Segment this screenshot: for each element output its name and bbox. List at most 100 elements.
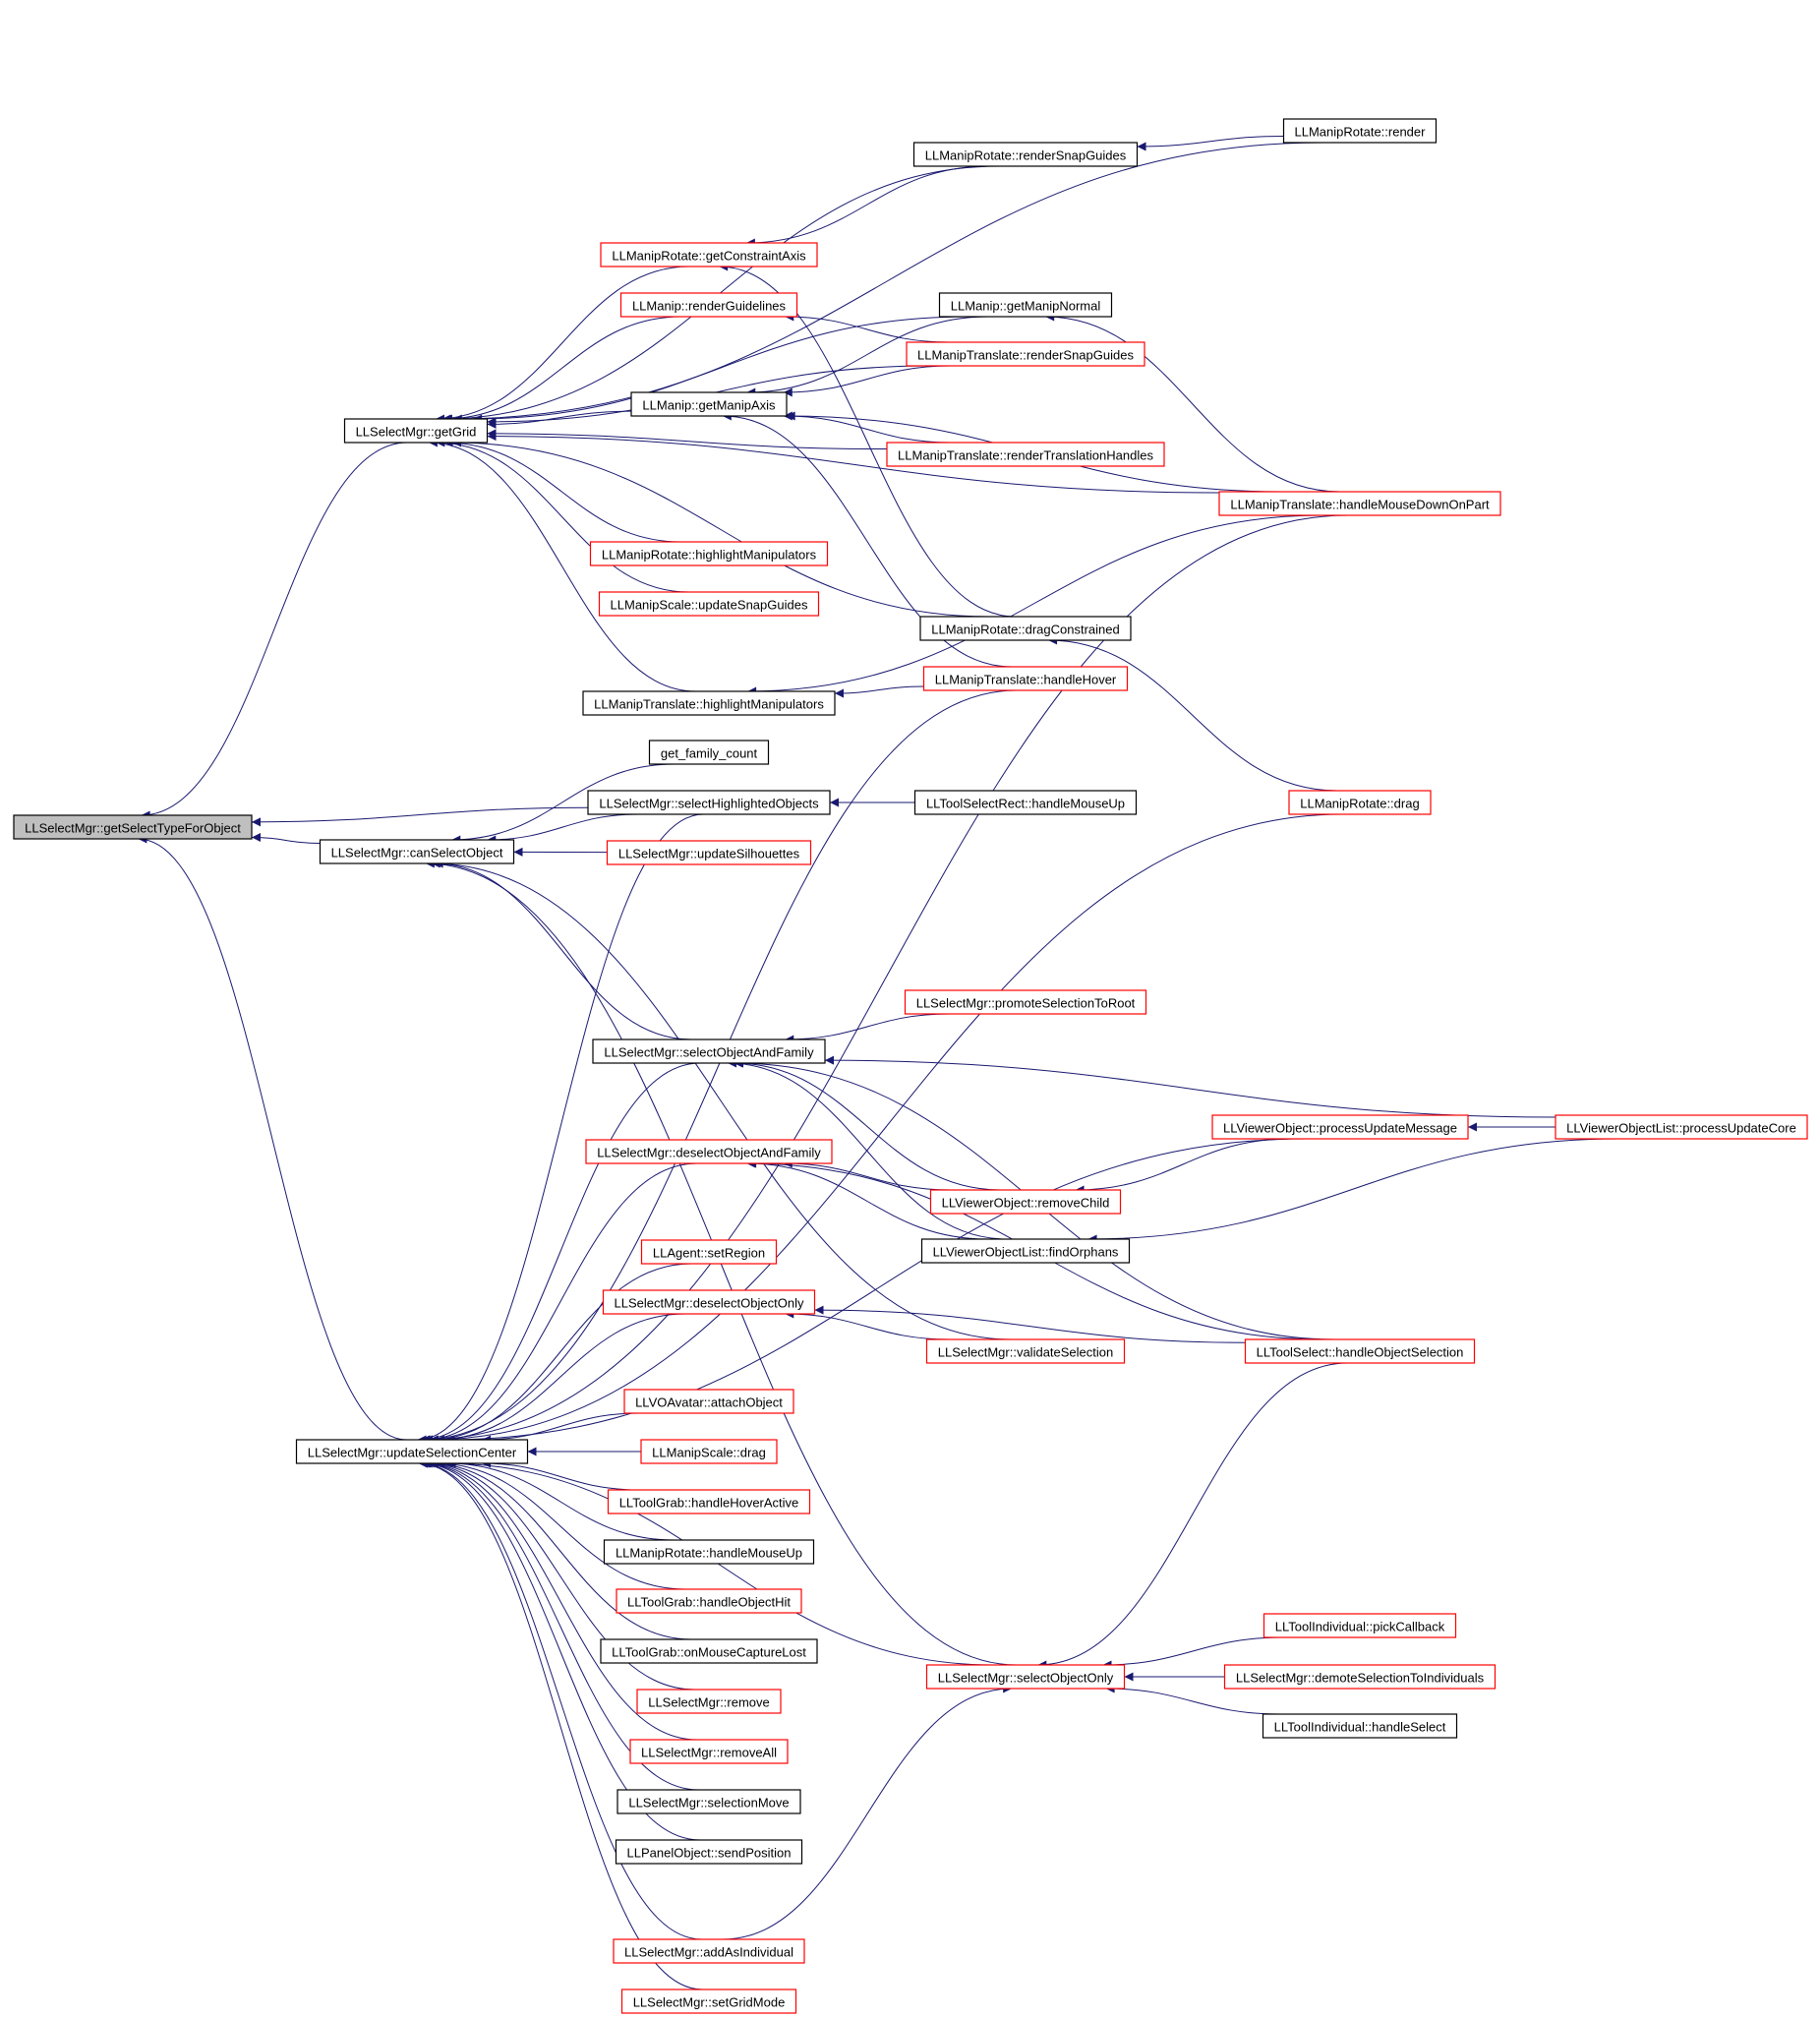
call-edge-attachObject-to-updateSelectionCenter [482, 1412, 639, 1445]
graph-node-handleMouseDownOnPart[interactable]: LLManipTranslate::handleMouseDownOnPart [1218, 491, 1501, 516]
graph-node-box [925, 1338, 1126, 1364]
call-edge-handleHover-to-highlightManipTrans [834, 685, 924, 698]
graph-node-label: LLSelectMgr::validateSelection [938, 1345, 1114, 1360]
graph-node-remove[interactable]: LLSelectMgr::remove [636, 1689, 782, 1714]
graph-node-renderGuidelines[interactable]: LLManip::renderGuidelines [619, 292, 798, 318]
graph-node-highlightManipTrans[interactable]: LLManipTranslate::highlightManipulators [582, 690, 836, 716]
call-edge-handleMouseDownOnPart-to-highlightManipTrans [747, 514, 1321, 696]
graph-node-dragConstrained[interactable]: LLManipRotate::dragConstrained [919, 616, 1132, 641]
graph-node-deselectObjectOnly[interactable]: LLSelectMgr::deselectObjectOnly [602, 1289, 816, 1315]
graph-node-getFamilyCount[interactable]: get_family_count [648, 740, 770, 765]
graph-node-pickCallback[interactable]: LLToolIndividual::pickCallback [1262, 1613, 1457, 1638]
graph-node-box [620, 1988, 797, 2014]
graph-node-deselectObjectAndFamily[interactable]: LLSelectMgr::deselectObjectAndFamily [585, 1139, 833, 1164]
graph-node-updateSilhouettes[interactable]: LLSelectMgr::updateSilhouettes [606, 840, 812, 865]
graph-node-highlightManipRot[interactable]: LLManipRotate::highlightManipulators [589, 541, 829, 566]
call-edge-processUpdateMessage-to-updateSelectionCenter [445, 1138, 1307, 1445]
graph-node-label: LLManipScale::drag [652, 1446, 766, 1460]
graph-node-dragRot[interactable]: LLManipRotate::drag [1288, 790, 1432, 815]
graph-node-selectObjectOnly[interactable]: LLSelectMgr::selectObjectOnly [925, 1664, 1126, 1690]
call-edge-renderTranslationHandles-to-getGrid [487, 429, 888, 450]
call-edge-dragRot-to-dragConstrained [1048, 635, 1337, 792]
graph-node-removeChild[interactable]: LLViewerObject::removeChild [929, 1189, 1122, 1215]
graph-node-processUpdateCore[interactable]: LLViewerObjectList::processUpdateCore [1555, 1114, 1808, 1140]
call-edge-highlightManipRot-to-getGrid [443, 438, 681, 543]
graph-node-label: LLToolGrab::onMouseCaptureLost [612, 1645, 806, 1660]
graph-node-renderTranslationHandles[interactable]: LLManipTranslate::renderTranslationHandl… [886, 442, 1165, 467]
call-edge-renderRot-to-getGrid [452, 142, 1323, 424]
call-edge-handleHover-to-getManipAxis [722, 411, 1013, 668]
graph-node-renderSnapGuidesRot[interactable]: LLManipRotate::renderSnapGuides [912, 142, 1139, 167]
call-edge-sendPosition-to-updateSelectionCenter [420, 1458, 701, 1841]
call-edge-validateSelection-to-deselectObjectOnly [785, 1309, 950, 1340]
graph-node-label: LLManipRotate::highlightManipulators [602, 548, 817, 563]
graph-node-getManipAxis[interactable]: LLManip::getManipAxis [630, 391, 788, 417]
graph-node-label: LLSelectMgr::canSelectObject [331, 846, 503, 861]
graph-node-onMouseCaptureLost[interactable]: LLToolGrab::onMouseCaptureLost [600, 1638, 818, 1664]
graph-node-box [1282, 118, 1438, 144]
graph-node-addAsIndividual[interactable]: LLSelectMgr::addAsIndividual [613, 1938, 805, 1964]
call-edge-selectObjectAndFamily-to-canSelectObject [434, 859, 692, 1040]
graph-node-sendPosition[interactable]: LLPanelObject::sendPosition [615, 1839, 803, 1865]
graph-node-label: LLSelectMgr::updateSilhouettes [618, 847, 800, 861]
graph-node-selectHighlightedObjects[interactable]: LLSelectMgr::selectHighlightedObjects [587, 790, 831, 815]
graph-node-label: LLToolIndividual::pickCallback [1275, 1620, 1445, 1634]
graph-node-updateSnapGuidesScale[interactable]: LLManipScale::updateSnapGuides [598, 591, 820, 617]
call-edge-dragConstrained-to-getGrid [452, 438, 989, 618]
graph-node-box [606, 840, 812, 865]
graph-node-label: LLViewerObject::processUpdateMessage [1223, 1121, 1457, 1136]
graph-node-handleObjectHit[interactable]: LLToolGrab::handleObjectHit [616, 1588, 802, 1614]
graph-node-promoteSelectionToRoot[interactable]: LLSelectMgr::promoteSelectionToRoot [904, 989, 1147, 1015]
graph-node-getManipNormal[interactable]: LLManip::getManipNormal [938, 292, 1113, 318]
graph-node-label: LLManipTranslate::highlightManipulators [594, 697, 824, 712]
graph-node-box [925, 1664, 1126, 1690]
graph-node-selectObjectAndFamily[interactable]: LLSelectMgr::selectObjectAndFamily [592, 1039, 826, 1064]
graph-node-getConstraintAxis[interactable]: LLManipRotate::getConstraintAxis [600, 242, 818, 267]
call-edge-promoteSelectionToRoot-to-selectObjectAndFamily [785, 1013, 950, 1044]
graph-node-box [295, 1439, 529, 1464]
call-edge-handleMouseUpRot-to-updateSelectionCenter [446, 1458, 675, 1541]
graph-node-box [1555, 1114, 1808, 1140]
graph-node-handleObjectSelection[interactable]: LLToolSelect::handleObjectSelection [1244, 1338, 1476, 1364]
graph-node-box [906, 341, 1145, 367]
graph-node-label: LLToolSelect::handleObjectSelection [1257, 1345, 1464, 1360]
graph-node-selectionMove[interactable]: LLSelectMgr::selectionMove [616, 1789, 801, 1814]
graph-node-dragScale[interactable]: LLManipScale::drag [640, 1439, 778, 1464]
graph-node-root[interactable]: LLSelectMgr::getSelectTypeForObject [13, 814, 253, 840]
graph-node-label: LLSelectMgr::setGridMode [633, 1995, 786, 2010]
call-edge-deselectObjectAndFamily-to-updateSelectionCenter [423, 1162, 698, 1445]
call-edge-handleMouseDownOnPart-to-updateSelectionCenter [423, 514, 1349, 1445]
graph-node-setRegion[interactable]: LLAgent::setRegion [640, 1239, 778, 1265]
graph-node-updateSelectionCenter[interactable]: LLSelectMgr::updateSelectionCenter [295, 1439, 529, 1464]
call-edge-handleSelect-to-selectObjectOnly [1105, 1684, 1280, 1715]
edge-layer [138, 135, 1619, 1990]
graph-node-handleHoverActive[interactable]: LLToolGrab::handleHoverActive [607, 1489, 811, 1514]
graph-node-removeAll[interactable]: LLSelectMgr::removeAll [629, 1739, 789, 1764]
call-edge-updateSelectionCenter-to-root [138, 834, 407, 1441]
graph-node-label: LLManipTranslate::handleHover [935, 673, 1117, 687]
graph-node-handleMouseUpRot[interactable]: LLManipRotate::handleMouseUp [603, 1539, 815, 1565]
graph-node-renderSnapGuidesTrans[interactable]: LLManipTranslate::renderSnapGuides [906, 341, 1145, 367]
graph-node-canSelectObject[interactable]: LLSelectMgr::canSelectObject [319, 839, 515, 864]
graph-node-handleMouseUpRect[interactable]: LLToolSelectRect::handleMouseUp [913, 790, 1138, 815]
graph-node-setGridMode[interactable]: LLSelectMgr::setGridMode [620, 1988, 797, 2014]
graph-node-validateSelection[interactable]: LLSelectMgr::validateSelection [925, 1338, 1126, 1364]
graph-node-box [587, 790, 831, 815]
graph-node-attachObject[interactable]: LLVOAvatar::attachObject [623, 1389, 794, 1414]
graph-node-handleHover[interactable]: LLManipTranslate::handleHover [922, 666, 1129, 691]
graph-node-box [630, 391, 788, 417]
graph-node-demoteSelectionToIndividuals[interactable]: LLSelectMgr::demoteSelectionToIndividual… [1223, 1664, 1497, 1690]
graph-node-findOrphans[interactable]: LLViewerObjectList::findOrphans [920, 1238, 1131, 1264]
graph-node-box [602, 1289, 816, 1315]
graph-node-box [607, 1489, 811, 1514]
graph-node-processUpdateMessage[interactable]: LLViewerObject::processUpdateMessage [1211, 1114, 1469, 1140]
graph-node-label: LLSelectMgr::addAsIndividual [624, 1945, 793, 1960]
graph-node-getGrid[interactable]: LLSelectMgr::getGrid [343, 418, 489, 444]
graph-node-box [13, 814, 253, 840]
graph-node-renderRot[interactable]: LLManipRotate::render [1282, 118, 1438, 144]
call-edge-selectObjectAndFamily-to-updateSelectionCenter [420, 1062, 701, 1445]
graph-node-handleSelect[interactable]: LLToolIndividual::handleSelect [1262, 1713, 1458, 1739]
graph-node-label: LLToolGrab::handleObjectHit [627, 1595, 791, 1610]
call-edge-processUpdateCore-to-findOrphans [1087, 1138, 1619, 1244]
call-edge-pickCallback-to-selectObjectOnly [1102, 1636, 1283, 1670]
